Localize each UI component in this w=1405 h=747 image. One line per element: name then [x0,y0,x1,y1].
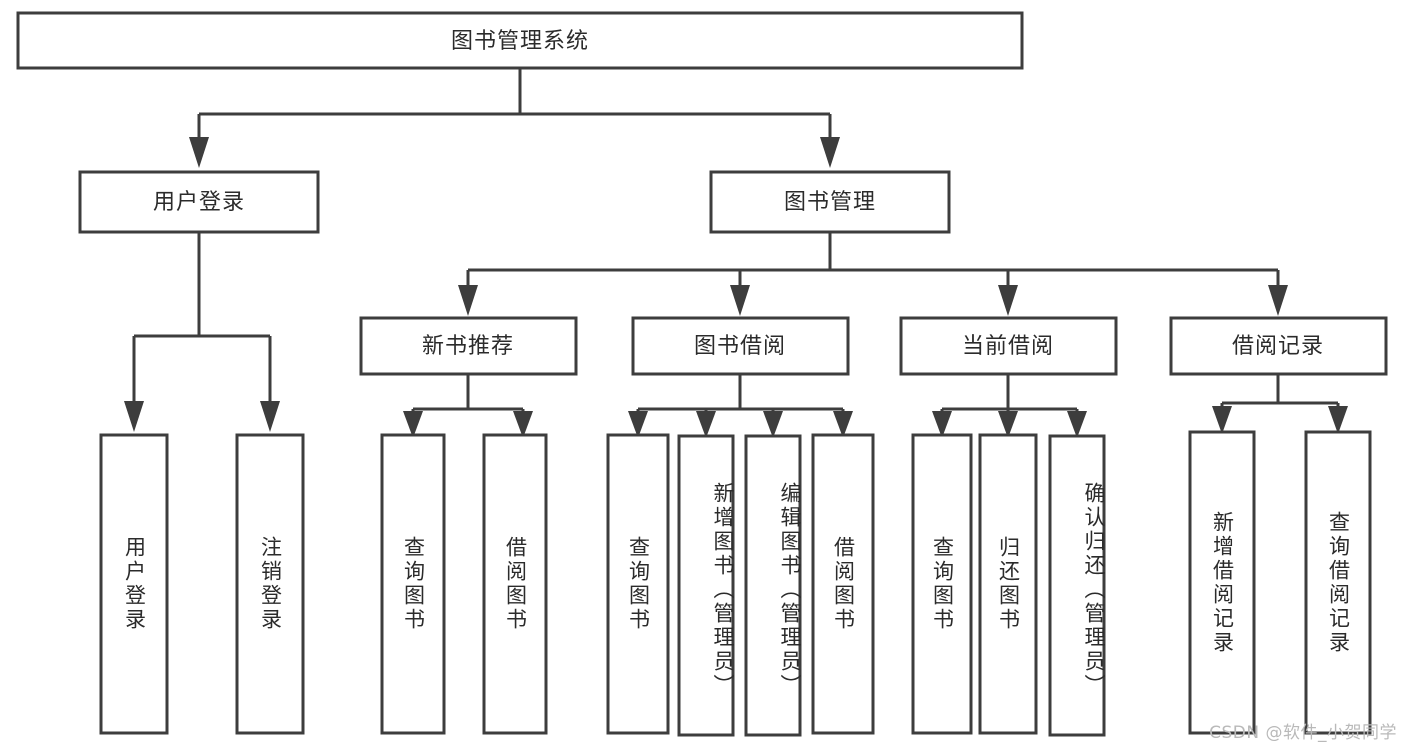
node-root[interactable] [16,11,1024,70]
arrow-head-leaf-user-login [124,401,144,432]
connector-group-book-manage [458,232,1288,316]
arrow-head-new-book-recommend [458,285,478,316]
connector-group-current-borrow [932,374,1087,438]
node-user-login[interactable] [78,170,320,234]
arrow-head-leaf-user-logout [260,401,280,432]
arrow-head-current-borrow [998,285,1018,316]
connector-group-user-login [124,232,280,432]
node-leaf-user-logout[interactable] [235,433,305,735]
node-root-label: 图书管理系统 [451,29,589,54]
node-book-borrow[interactable] [631,316,850,376]
node-leaf-edit-book[interactable] [744,434,802,737]
node-leaf-borrow-book-1[interactable] [482,433,548,735]
node-leaf-borrow-book-2[interactable] [811,433,875,735]
arrow-head-leaf-add-record [1212,406,1232,434]
arrow-head-leaf-add-book [696,411,716,438]
node-borrow-record[interactable] [1169,316,1388,376]
arrow-head-leaf-query-book-3 [932,411,952,438]
node-new-book-recommend[interactable] [359,316,578,376]
arrow-head-leaf-query-book-1 [403,411,423,438]
arrow-head-leaf-borrow-book-1 [513,411,533,438]
node-leaf-user-login[interactable] [99,433,169,735]
node-leaf-query-book-1[interactable] [380,433,446,735]
node-leaf-query-book-3[interactable] [911,433,973,735]
node-leaf-add-record[interactable] [1188,430,1256,735]
connector-group-book-borrow [628,374,853,438]
arrow-head-borrow-record [1268,285,1288,316]
connector-group-root [189,68,840,168]
node-book-borrow-label: 图书借阅 [694,334,786,359]
arrow-head-book-manage [820,137,840,168]
connector-group-new-book-recommend [403,374,533,438]
node-leaf-return-book[interactable] [978,433,1038,735]
arrow-head-leaf-return-book [998,411,1018,438]
connector-group-borrow-record [1212,374,1348,434]
arrow-head-leaf-query-book-2 [628,411,648,438]
node-current-borrow-label: 当前借阅 [962,334,1054,359]
node-leaf-query-record[interactable] [1304,430,1372,735]
arrow-head-leaf-confirm-return [1067,411,1087,438]
node-new-book-recommend-label: 新书推荐 [422,334,514,359]
arrow-head-leaf-query-record [1328,406,1348,434]
node-current-borrow[interactable] [899,316,1118,376]
node-leaf-query-book-2[interactable] [606,433,670,735]
arrow-head-user-login [189,137,209,168]
node-book-manage-label: 图书管理 [784,190,876,215]
node-leaf-confirm-return[interactable] [1048,434,1106,737]
node-user-login-label: 用户登录 [153,190,245,215]
watermark-text: CSDN @软件_小贺同学 [1209,723,1397,743]
arrow-head-leaf-borrow-book-2 [833,411,853,438]
arrow-head-leaf-edit-book [763,411,783,438]
node-book-manage[interactable] [709,170,951,234]
node-leaf-add-book[interactable] [677,434,735,737]
node-borrow-record-label: 借阅记录 [1232,334,1324,359]
arrow-head-book-borrow [730,285,750,316]
